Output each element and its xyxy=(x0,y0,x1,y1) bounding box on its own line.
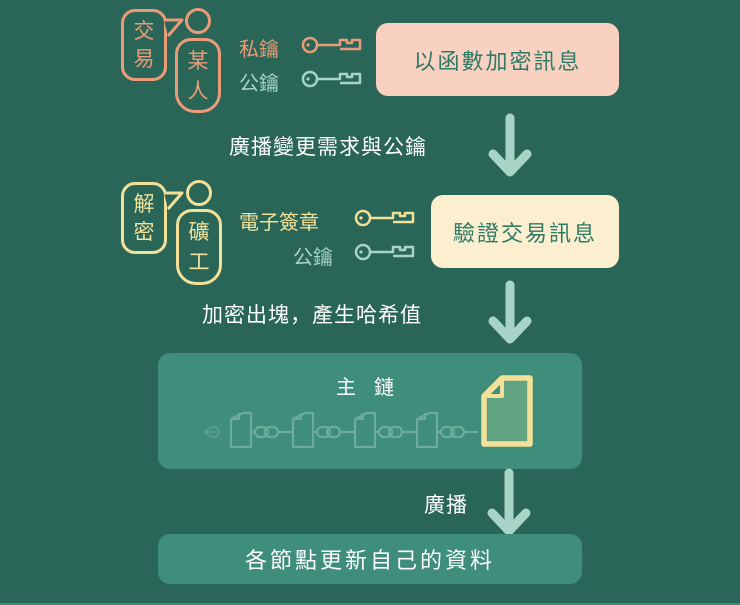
broadcast-text: 廣播 xyxy=(424,493,468,517)
verify-transaction-text: 驗證交易訊息 xyxy=(452,221,597,247)
nodes-update-text: 各節點更新自己的資料 xyxy=(244,549,495,574)
person-char: 工 xyxy=(188,250,210,274)
encrypt-message-box: 以函數加密訊息 xyxy=(376,23,619,96)
bubble-char: 密 xyxy=(133,220,155,244)
public-key-icon xyxy=(354,243,415,261)
private-key-icon xyxy=(301,36,362,54)
encrypt-message-text: 以函數加密訊息 xyxy=(413,49,582,75)
new-block-icon xyxy=(481,375,533,447)
arrow-down-icon xyxy=(487,468,531,536)
person-head-icon xyxy=(185,8,211,34)
speech-bubble-decrypt: 解 密 xyxy=(121,182,167,254)
public-key-label: 公鑰 xyxy=(239,71,279,95)
bubble-char: 易 xyxy=(133,47,155,71)
person-miner: 礦 工 xyxy=(176,209,222,285)
main-chain-panel: 主鏈 xyxy=(158,353,582,469)
signature-key-icon xyxy=(354,209,415,227)
broadcast-request-text: 廣播變更需求與公鑰 xyxy=(229,135,427,159)
digital-signature-label: 電子簽章 xyxy=(239,210,319,234)
public-key-label: 公鑰 xyxy=(293,245,333,269)
person-head-icon xyxy=(186,180,212,206)
verify-transaction-box: 驗證交易訊息 xyxy=(431,195,619,268)
person-sender: 某 人 xyxy=(175,38,221,113)
bubble-char: 解 xyxy=(133,192,155,216)
speech-tail-icon xyxy=(164,191,184,210)
bottom-divider xyxy=(0,603,740,605)
person-char: 礦 xyxy=(188,220,210,244)
mine-block-text: 加密出塊，產生哈希值 xyxy=(202,303,422,327)
arrow-down-icon xyxy=(488,113,532,177)
blockchain-icon xyxy=(203,411,478,449)
person-char: 某 xyxy=(187,48,209,73)
private-key-label: 私鑰 xyxy=(239,37,279,61)
bubble-char: 交 xyxy=(133,19,155,43)
speech-tail-icon xyxy=(164,18,184,37)
person-char: 人 xyxy=(187,78,209,103)
speech-bubble-transaction: 交 易 xyxy=(121,9,167,81)
main-chain-title: 主鏈 xyxy=(336,375,412,399)
public-key-icon xyxy=(301,70,362,88)
nodes-update-box: 各節點更新自己的資料 xyxy=(158,534,582,584)
arrow-down-icon xyxy=(488,280,532,344)
